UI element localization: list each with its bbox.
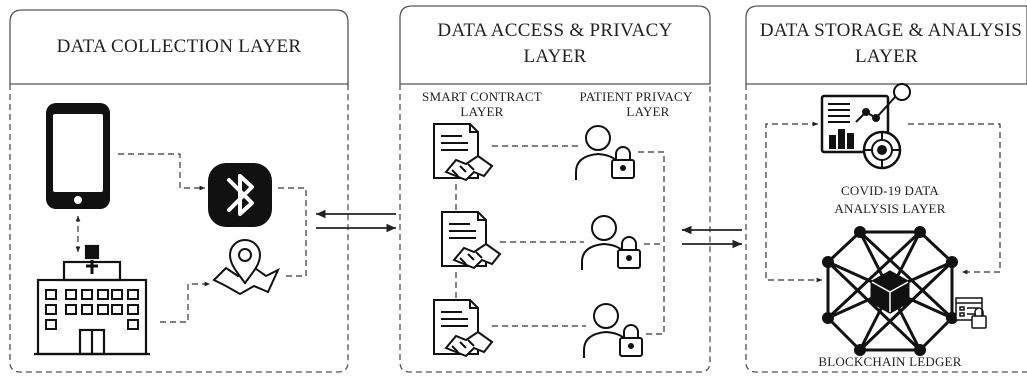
collection-panel [9, 9, 349, 373]
storage-connectors [765, 121, 1001, 283]
contract-handshake-icon [433, 299, 494, 358]
collection-connectors [75, 153, 307, 323]
ledger-lock-icon [955, 297, 987, 329]
patient-lock-icon [575, 125, 635, 180]
access-panel-title-line1: DATA ACCESS & PRIVACY [437, 20, 673, 41]
patient-privacy-label-line2: LAYER [626, 104, 670, 119]
storage-panel-title-line1: DATA STORAGE & ANALYSIS [759, 20, 1023, 41]
analytics-dashboard-icon [820, 83, 911, 170]
covid-analysis-label-line2: ANALYSIS LAYER [834, 201, 946, 216]
collection-panel-title: DATA COLLECTION LAYER [56, 36, 302, 57]
access-panel-title-line2: LAYER [523, 46, 587, 67]
contract-handshake-icon [433, 123, 494, 182]
blockchain-ledger-label: BLOCKCHAIN LEDGER [818, 354, 962, 369]
access-panel [399, 5, 711, 373]
smartphone-icon [46, 103, 110, 209]
access-storage-arrows [682, 225, 742, 249]
patient-lock-icon [581, 215, 641, 270]
patient-privacy-label-line1: PATIENT PRIVACY [579, 89, 693, 104]
storage-panel-title-line2: LAYER [854, 46, 919, 67]
contract-handshake-icon [441, 211, 502, 270]
bluetooth-icon [208, 163, 272, 227]
blockchain-network-icon [822, 226, 958, 356]
storage-panel [745, 5, 1027, 373]
smart-contract-label-line2: LAYER [460, 104, 504, 119]
patient-lock-icon [583, 303, 643, 358]
access-connectors [455, 145, 665, 335]
hospital-icon [34, 244, 150, 356]
smart-contract-label-line1: SMART CONTRACT [422, 89, 542, 104]
map-pin-icon [212, 239, 281, 296]
collection-access-arrows [316, 209, 396, 233]
covid-analysis-label-line1: COVID-19 DATA [841, 183, 939, 198]
